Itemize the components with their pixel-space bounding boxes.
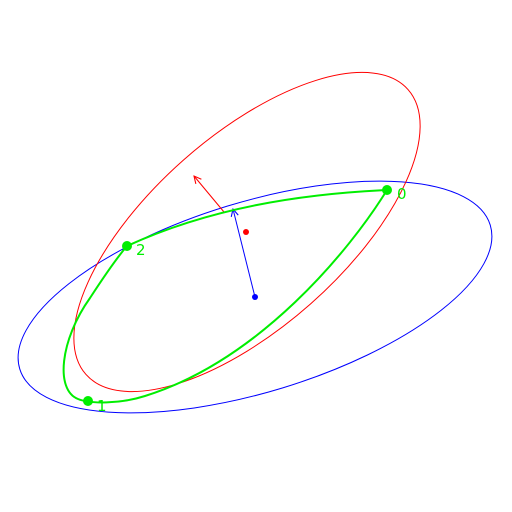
- point-0: 0: [382, 185, 407, 203]
- green-curve: [62, 188, 389, 404]
- red-axis-line: [194, 176, 225, 213]
- red-center-dot: [243, 229, 249, 235]
- point-1: 1: [83, 396, 107, 415]
- blue-center-dot: [252, 294, 258, 300]
- point-0-marker: [382, 185, 392, 195]
- point-1-marker: [83, 396, 93, 406]
- blue-ellipse: [17, 180, 493, 414]
- red-ellipse: [73, 71, 421, 393]
- point-2-marker: [122, 241, 132, 251]
- point-1-label: 1: [97, 397, 107, 415]
- point-2-label: 2: [136, 241, 146, 259]
- blue-axis-line: [233, 209, 256, 298]
- point-2: 2: [122, 241, 146, 259]
- point-0-label: 0: [397, 185, 407, 203]
